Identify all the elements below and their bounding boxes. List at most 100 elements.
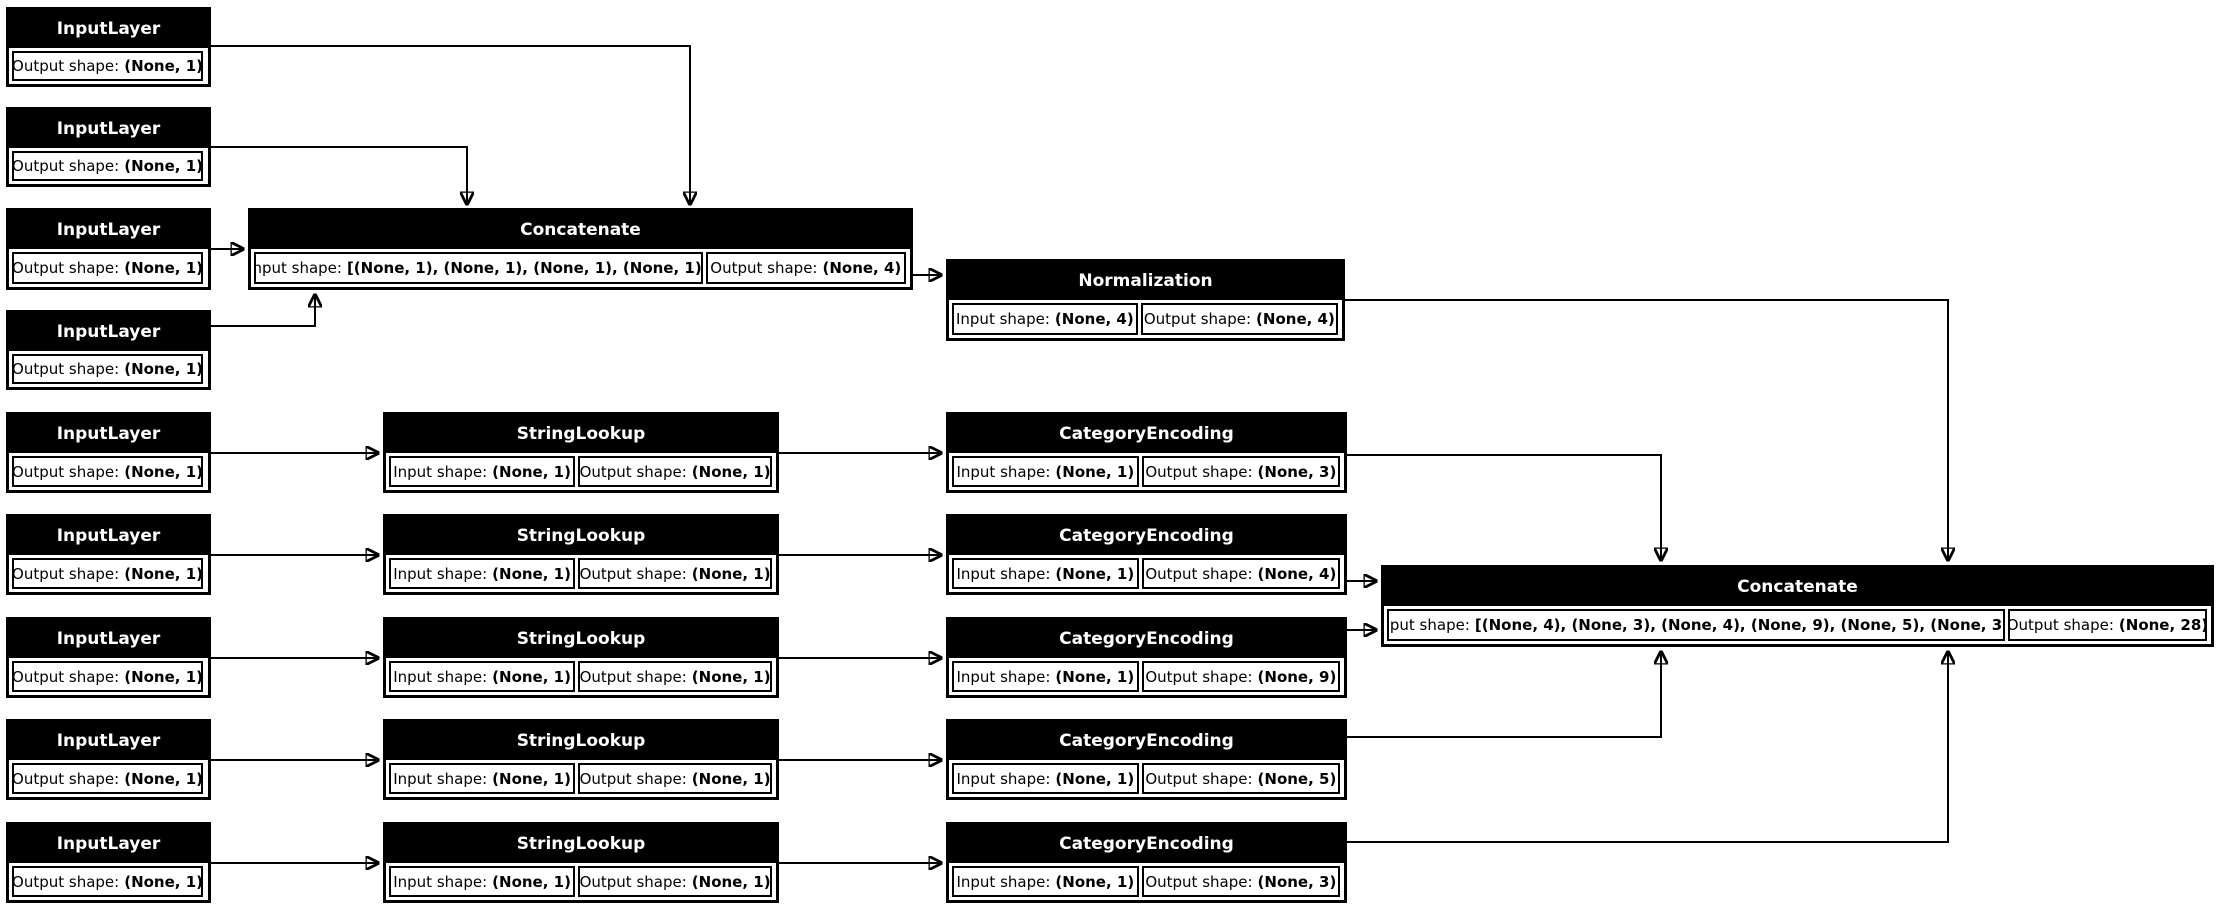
shape-value: (None, 4) (822, 259, 902, 277)
shape-row: Input shape:(None, 1)Output shape:(None,… (389, 456, 773, 487)
input-shape-cell: Input shape:(None, 1) (952, 763, 1139, 794)
output-shape-cell: Output shape:(None, 1) (578, 763, 772, 794)
input-shape-cell: Input shape:(None, 1) (389, 661, 576, 692)
shape-value: (None, 1) (1055, 667, 1135, 686)
layer-title: Normalization (949, 262, 1342, 300)
layer-title: CategoryEncoding (949, 722, 1344, 760)
shape-row: Output shape:(None, 1) (12, 51, 205, 81)
shape-label: Output shape: (12, 667, 120, 686)
shape-row: Input shape:[(None, 1), (None, 1), (None… (254, 252, 907, 284)
layer-title: CategoryEncoding (949, 620, 1344, 658)
shape-row: Output shape:(None, 1) (12, 456, 205, 487)
shape-row: Output shape:(None, 1) (12, 763, 205, 794)
layer-title: InputLayer (9, 415, 208, 453)
shape-label: Output shape: (1145, 769, 1253, 788)
output-shape-cell: Output shape:(None, 1) (12, 456, 203, 487)
layer-title: InputLayer (9, 620, 208, 658)
output-shape-cell: Output shape:(None, 4) (1140, 303, 1338, 335)
shape-label: Input shape: (956, 769, 1051, 788)
layer-title: InputLayer (9, 10, 208, 48)
edge-category-encoding-5-to-concat-2 (1347, 652, 1948, 843)
output-shape-cell: Output shape:(None, 1) (12, 51, 203, 81)
output-shape-cell: Output shape:(None, 1) (12, 763, 203, 794)
shape-value: (None, 1) (691, 667, 771, 686)
output-shape-cell: Output shape:(None, 1) (12, 151, 203, 181)
output-shape-cell: Output shape:(None, 3) (1141, 456, 1340, 487)
shape-row: Input shape:[(None, 4), (None, 3), (None… (1387, 609, 2208, 641)
output-shape-cell: Output shape:(None, 1) (12, 866, 203, 897)
edge-input-2-to-concat-1 (211, 146, 467, 204)
input-shape-cell: Input shape:(None, 1) (952, 866, 1139, 897)
shape-label: Output shape: (1145, 462, 1253, 481)
layer-title: InputLayer (9, 211, 208, 249)
input-shape-cell: Input shape:(None, 4) (952, 303, 1138, 335)
layer-title: CategoryEncoding (949, 825, 1344, 863)
shape-label: Input shape: (956, 564, 1051, 583)
shape-label: Input shape: (393, 462, 488, 481)
shape-label: Output shape: (12, 360, 120, 378)
shape-label: Input shape: (1389, 616, 1470, 634)
shape-value: (None, 1) (691, 462, 771, 481)
output-shape-cell: Output shape:(None, 4) (1141, 558, 1340, 589)
output-shape-cell: Output shape:(None, 1) (12, 354, 203, 384)
output-shape-cell: Output shape:(None, 4) (705, 252, 906, 284)
shape-label: Output shape: (579, 564, 687, 583)
shape-value: (None, 4) (1054, 310, 1134, 328)
edge-input-1-to-concat-1 (211, 45, 690, 204)
shape-label: Input shape: (956, 667, 1051, 686)
shape-row: Input shape:(None, 1)Output shape:(None,… (389, 558, 773, 589)
shape-label: Output shape: (710, 259, 818, 277)
shape-row: Input shape:(None, 4)Output shape:(None,… (952, 303, 1339, 335)
layer-title: InputLayer (9, 517, 208, 555)
shape-label: Input shape: (955, 310, 1050, 328)
shape-row: Input shape:(None, 1)Output shape:(None,… (952, 866, 1341, 897)
shape-label: Output shape: (579, 667, 687, 686)
shape-value: (None, 1) (124, 157, 203, 175)
shape-row: Input shape:(None, 1)Output shape:(None,… (389, 661, 773, 692)
edge-normalization-to-concat-2 (1345, 299, 1948, 560)
shape-label: Output shape: (1145, 564, 1253, 583)
shape-value: (None, 1) (124, 872, 203, 891)
shape-value: (None, 9) (1257, 667, 1337, 686)
layer-title: InputLayer (9, 825, 208, 863)
shape-value: (None, 1) (492, 564, 571, 583)
shape-row: Input shape:(None, 1)Output shape:(None,… (952, 558, 1341, 589)
input-shape-cell: Input shape:(None, 1) (952, 456, 1139, 487)
input-shape-cell: Input shape:(None, 1) (389, 763, 576, 794)
layer-title: InputLayer (9, 313, 208, 351)
shape-value: (None, 1) (1055, 462, 1135, 481)
shape-value: (None, 1) (1055, 769, 1135, 788)
shape-label: Input shape: (393, 564, 488, 583)
shape-label: Output shape: (2007, 616, 2114, 634)
output-shape-cell: Output shape:(None, 1) (12, 252, 203, 284)
shape-value: (None, 1) (1055, 872, 1135, 891)
input-shape-cell: Input shape:(None, 1) (952, 661, 1139, 692)
shape-row: Input shape:(None, 1)Output shape:(None,… (389, 866, 773, 897)
shape-row: Input shape:(None, 1)Output shape:(None,… (952, 661, 1341, 692)
shape-value: (None, 1) (124, 57, 203, 75)
shape-label: Input shape: (393, 872, 488, 891)
shape-value: (None, 4) (1257, 564, 1337, 583)
input-shape-cell: Input shape:[(None, 4), (None, 3), (None… (1387, 609, 2005, 641)
shape-row: Output shape:(None, 1) (12, 866, 205, 897)
shape-value: (None, 1) (492, 769, 571, 788)
edge-input-4-to-concat-1 (211, 295, 315, 327)
shape-row: Output shape:(None, 1) (12, 661, 205, 692)
output-shape-cell: Output shape:(None, 1) (578, 866, 772, 897)
